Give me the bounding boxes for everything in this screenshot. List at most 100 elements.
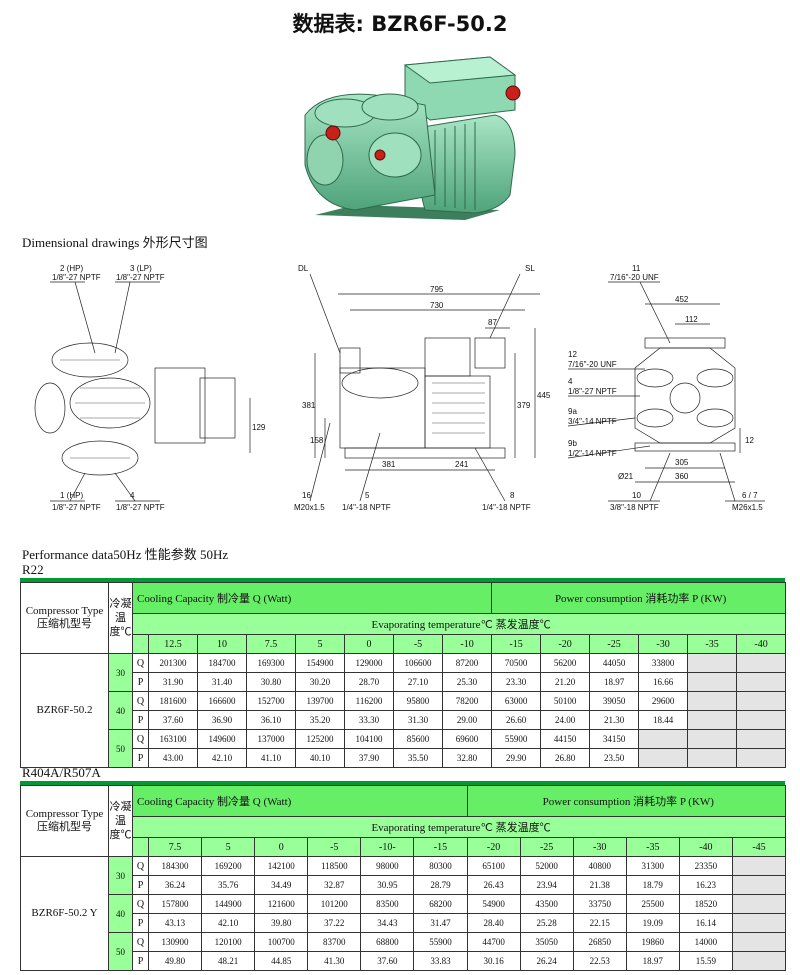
- label-10: 10: [632, 491, 641, 500]
- evap-temp-cell: -20: [466, 837, 521, 857]
- value-cell: 139700: [295, 691, 345, 711]
- value-cell: 22.53: [572, 951, 627, 971]
- cond-temp-cell: 50: [108, 932, 133, 971]
- condensing-temp-header: 冷凝温度℃: [108, 582, 133, 654]
- value-cell: 43.00: [148, 748, 198, 768]
- evap-temp-cell: 12.5: [148, 634, 198, 654]
- value-cell: 41.10: [246, 748, 296, 768]
- value-cell: 19860: [625, 932, 680, 952]
- value-cell: 201300: [148, 653, 198, 673]
- label-dl: DL: [298, 264, 309, 273]
- label-9b: 9b: [568, 439, 577, 448]
- cond-temp-cell: 30: [108, 856, 133, 895]
- value-cell: 184700: [197, 653, 247, 673]
- label-9a: 9a: [568, 407, 577, 416]
- model-cell: BZR6F-50.2: [20, 653, 109, 768]
- dim-381-h: 381: [382, 460, 396, 469]
- value-cell: 23.94: [519, 875, 574, 895]
- value-cell: 37.60: [360, 951, 415, 971]
- evap-temp-cell: -35: [625, 837, 680, 857]
- row-type-p: P: [132, 875, 149, 895]
- compressor-type-header: Compressor Type 压缩机型号: [20, 785, 109, 857]
- value-cell: 142100: [254, 856, 309, 876]
- row-type-p: P: [132, 710, 149, 730]
- value-cell: 25.28: [519, 913, 574, 933]
- value-cell: 152700: [246, 691, 296, 711]
- value-cell: 28.40: [466, 913, 521, 933]
- value-cell: [638, 729, 689, 749]
- value-cell: [731, 932, 787, 952]
- value-cell: 26.60: [491, 710, 542, 730]
- dim-305: 305: [675, 458, 689, 467]
- evap-temp-cell: -15: [413, 837, 468, 857]
- value-cell: 23.30: [491, 672, 542, 692]
- value-cell: 36.10: [246, 710, 296, 730]
- front-view-drawing: 11 7/16"-20 UNF 452 112 12 7/16"-20 UNF …: [567, 264, 765, 512]
- value-cell: 34.49: [254, 875, 309, 895]
- label-4-thread: 1/8"-27 NPTF: [116, 503, 165, 512]
- value-cell: 36.24: [147, 875, 203, 895]
- value-cell: 68200: [413, 894, 468, 914]
- row-type-q: Q: [132, 653, 149, 673]
- value-cell: 31.90: [148, 672, 198, 692]
- value-cell: 32.87: [307, 875, 362, 895]
- table-bar-r404a: [20, 781, 785, 785]
- value-cell: 37.60: [148, 710, 198, 730]
- value-cell: 18.79: [625, 875, 680, 895]
- value-cell: 18520: [678, 894, 733, 914]
- row-type-q: Q: [132, 932, 149, 952]
- value-cell: [736, 691, 787, 711]
- dim-360: 360: [675, 472, 689, 481]
- dim-795: 795: [430, 285, 444, 294]
- evap-temp-cell: -25: [519, 837, 574, 857]
- evap-temp-cell: -20: [540, 634, 591, 654]
- value-cell: 144900: [201, 894, 256, 914]
- value-cell: 35050: [519, 932, 574, 952]
- dim-d21: Ø21: [618, 472, 634, 481]
- value-cell: 15.59: [678, 951, 733, 971]
- label-16: 16: [302, 491, 311, 500]
- dim-379: 379: [517, 401, 531, 410]
- value-cell: 154900: [295, 653, 345, 673]
- evap-temp-cell: 0: [254, 837, 309, 857]
- value-cell: 43.13: [147, 913, 203, 933]
- cooling-capacity-header: Cooling Capacity 制冷量 Q (Watt): [132, 785, 468, 817]
- label-6-7: 6 / 7: [742, 491, 758, 500]
- label-3-lp-thread: 1/8"-27 NPTF: [116, 273, 165, 282]
- value-cell: 169300: [246, 653, 296, 673]
- dim-452: 452: [675, 295, 689, 304]
- evap-temp-cell: -15: [491, 634, 542, 654]
- value-cell: 18.97: [589, 672, 640, 692]
- side-view-drawing: DL SL 795 730 87 381 158 379 445 381 241…: [294, 264, 551, 512]
- value-cell: 44.85: [254, 951, 309, 971]
- value-cell: 52000: [519, 856, 574, 876]
- performance-table-r404a: Compressor Type 压缩机型号 冷凝温度℃ Cooling Capa…: [20, 785, 787, 971]
- value-cell: 41.30: [307, 951, 362, 971]
- evap-temp-cell: -25: [589, 634, 640, 654]
- label-5: 5: [365, 491, 370, 500]
- value-cell: 63000: [491, 691, 542, 711]
- value-cell: [736, 710, 787, 730]
- refrigerant-label-r22: R22: [22, 562, 44, 577]
- value-cell: 18.44: [638, 710, 689, 730]
- value-cell: 125200: [295, 729, 345, 749]
- value-cell: 78200: [441, 691, 493, 711]
- row-type-q: Q: [132, 856, 149, 876]
- value-cell: 65100: [466, 856, 521, 876]
- value-cell: 16.14: [678, 913, 733, 933]
- value-cell: 181600: [148, 691, 198, 711]
- value-cell: 129000: [344, 653, 394, 673]
- label-3-lp: 3 (LP): [130, 264, 152, 273]
- label-16-thread: M20x1.5: [294, 503, 325, 512]
- value-cell: 34150: [589, 729, 640, 749]
- value-cell: 36.90: [197, 710, 247, 730]
- value-cell: 21.20: [540, 672, 591, 692]
- compressor-type-header: Compressor Type 压缩机型号: [20, 582, 109, 654]
- value-cell: 83700: [307, 932, 362, 952]
- value-cell: 106600: [393, 653, 443, 673]
- value-cell: 42.10: [197, 748, 247, 768]
- value-cell: 121600: [254, 894, 309, 914]
- row-type-p: P: [132, 951, 149, 971]
- cond-temp-cell: 50: [108, 729, 133, 768]
- value-cell: 169200: [201, 856, 256, 876]
